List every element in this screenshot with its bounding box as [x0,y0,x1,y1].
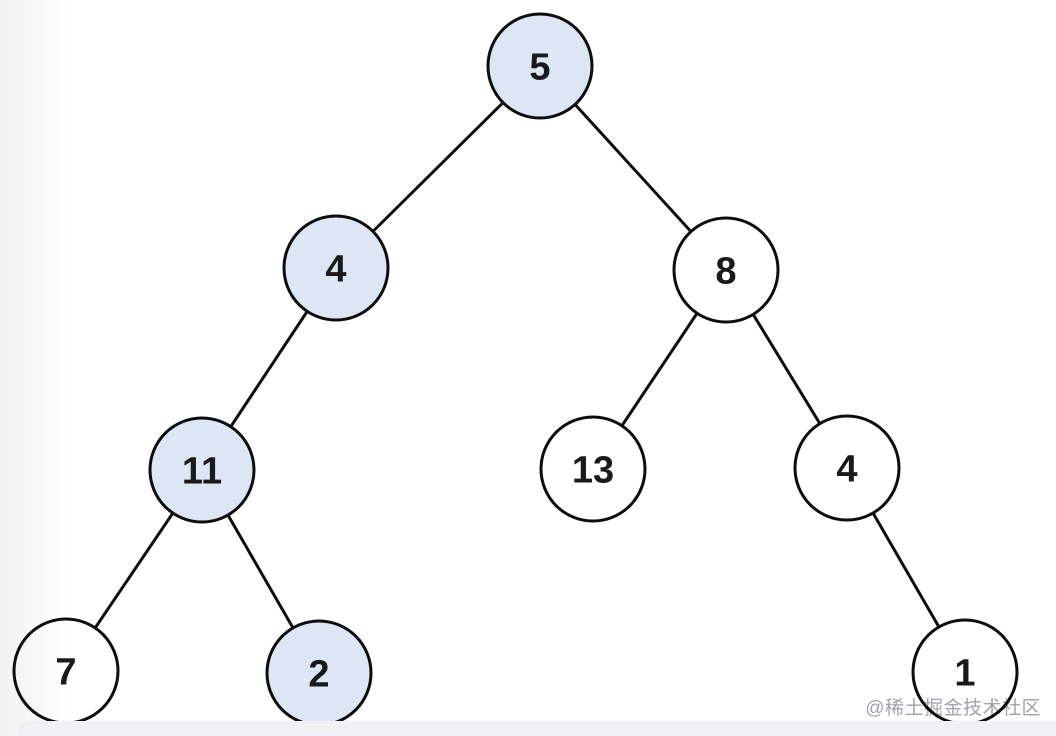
tree-node-circle [282,214,390,322]
tree-node-label: 8 [715,250,736,292]
tree-node: 4 [793,414,901,522]
tree-node: 4 [282,214,390,322]
tree-node-label: 4 [836,448,857,490]
tree-node-circle [539,415,647,523]
tree-node: 5 [486,12,594,120]
tree-node-label: 2 [308,653,329,695]
tree-node-circle [793,414,901,522]
tree-node: 11 [148,416,256,524]
tree-node-circle [486,12,594,120]
tree-node-label: 5 [529,46,550,88]
tree-node-label: 4 [325,248,346,290]
tree-node: 13 [539,415,647,523]
tree-node-circle [148,416,256,524]
tree-node-label: 1 [954,652,975,694]
bottom-panel-edge [18,721,1056,736]
tree-node: 7 [12,617,120,725]
tree-node-label: 11 [182,450,222,492]
tree-node-label: 13 [572,449,614,491]
tree-node: 8 [672,216,780,324]
tree-node: 1 [911,618,1019,726]
tree-node-circle [672,216,780,324]
tree-node-label: 7 [55,651,76,693]
tree-node: 2 [265,619,373,727]
